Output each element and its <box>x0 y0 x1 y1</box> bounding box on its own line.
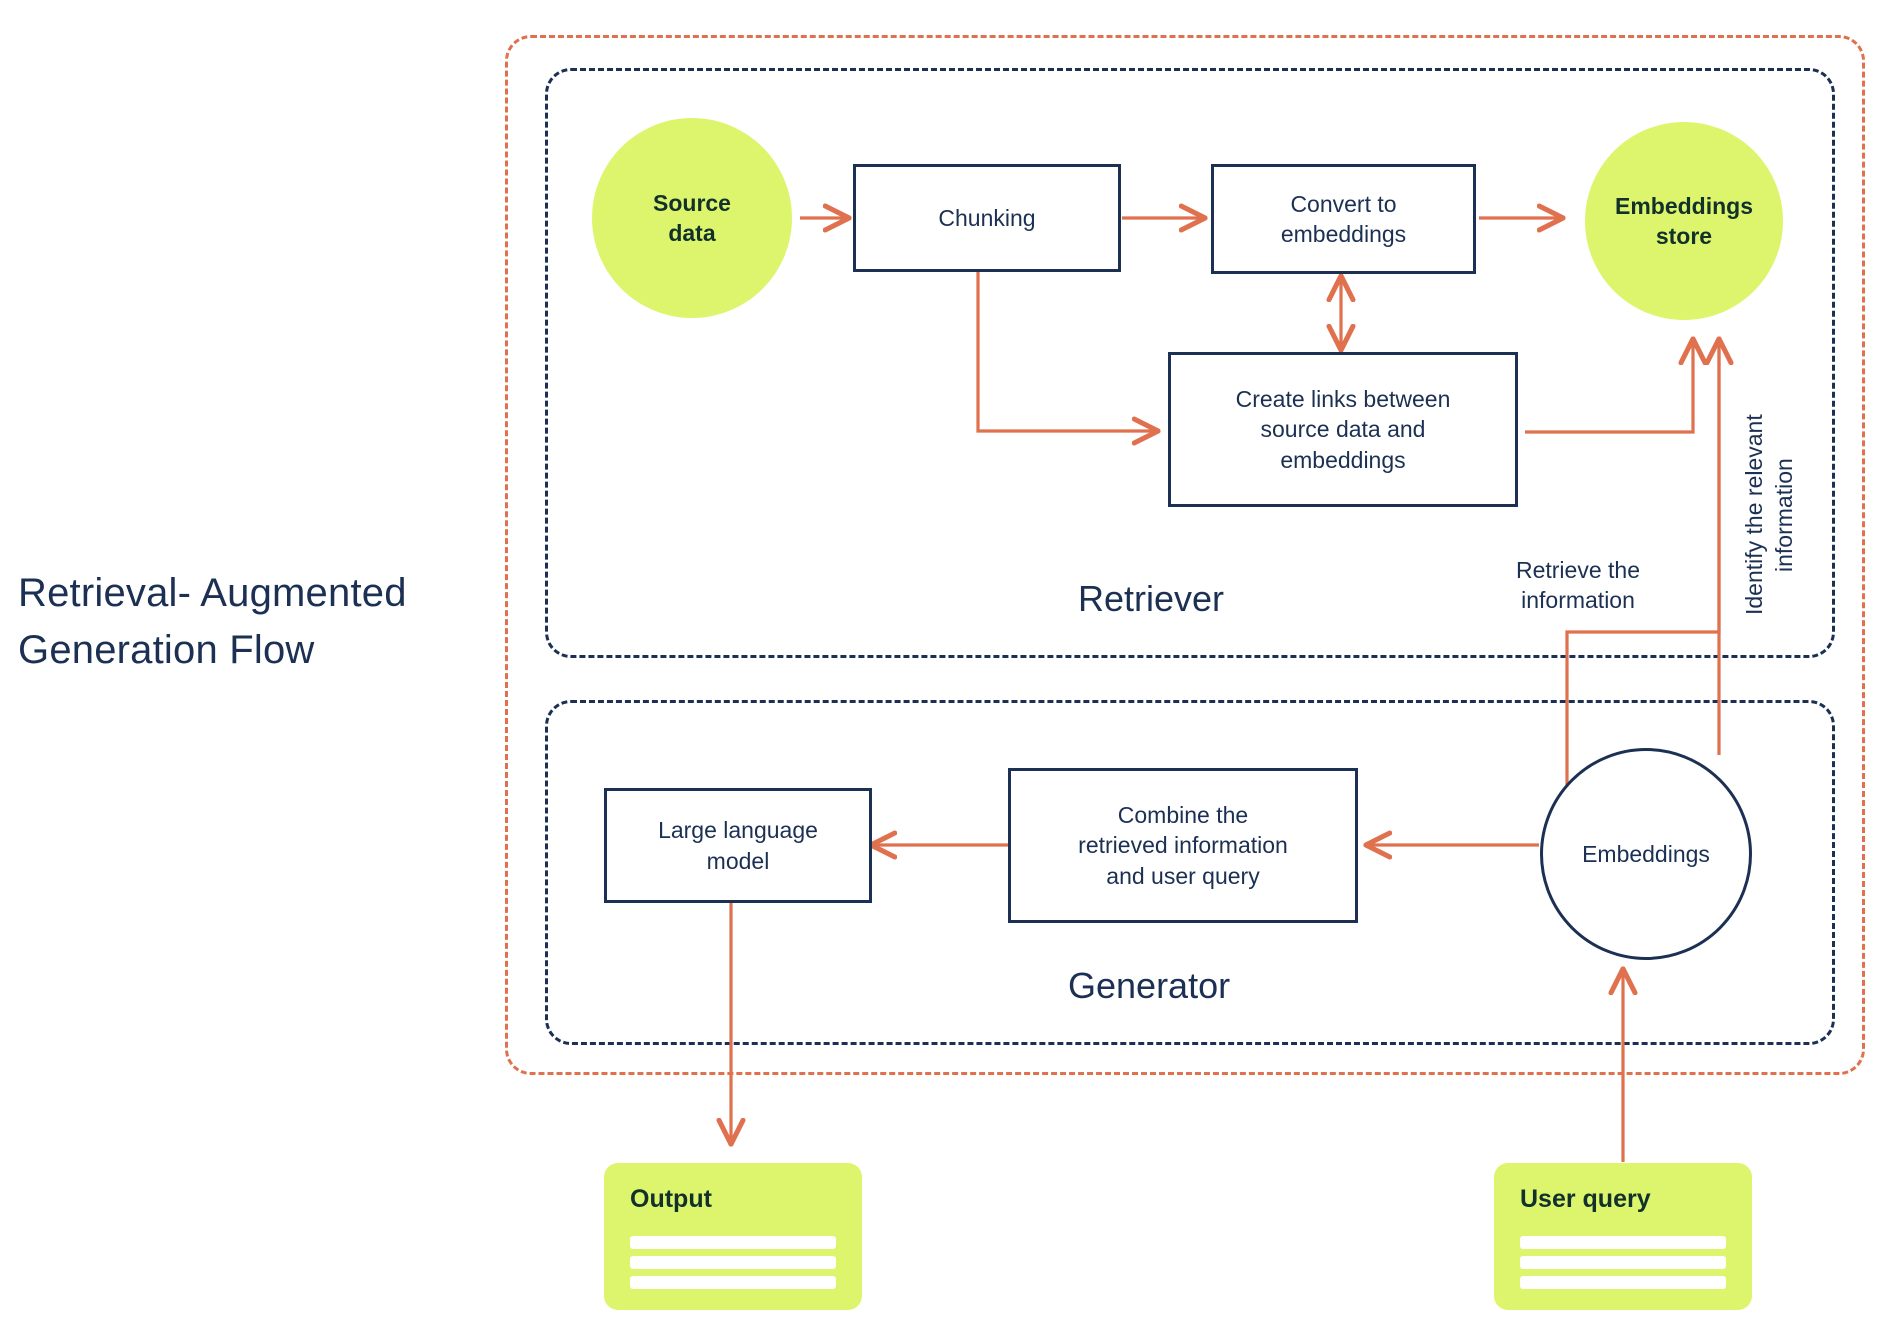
card-output-title: Output <box>630 1185 712 1213</box>
doc-line <box>1520 1276 1726 1289</box>
card-user-query[interactable]: User query <box>1494 1163 1752 1310</box>
doc-line <box>1520 1256 1726 1269</box>
node-source-data-label: Source data <box>653 189 731 246</box>
node-large-language-model[interactable]: Large language model <box>604 788 872 903</box>
node-embeddings[interactable]: Embeddings <box>1540 748 1752 960</box>
node-embeddings-store-label: Embeddings store <box>1614 192 1753 249</box>
node-embeddings-store[interactable]: Embeddings store <box>1585 122 1783 320</box>
node-chunking[interactable]: Chunking <box>853 164 1121 272</box>
card-user-query-title: User query <box>1520 1185 1651 1213</box>
doc-line <box>630 1236 836 1249</box>
node-chunking-label: Chunking <box>938 204 1036 231</box>
generator-zone-label: Generator <box>1068 965 1231 1006</box>
edge-label-retrieve-information: Retrieve the information <box>1515 557 1640 613</box>
node-combine-label: Combine the retrieved information and us… <box>1078 801 1288 889</box>
rag-outer-boundary <box>505 35 1865 1075</box>
retriever-zone-label: Retriever <box>1078 578 1225 619</box>
node-source-data[interactable]: Source data <box>592 118 792 318</box>
doc-line <box>1520 1236 1726 1249</box>
node-convert-to-embeddings[interactable]: Convert to embeddings <box>1211 164 1476 274</box>
node-combine[interactable]: Combine the retrieved information and us… <box>1008 768 1358 923</box>
generator-zone <box>545 700 1835 1045</box>
node-large-language-model-label: Large language model <box>658 817 818 874</box>
retriever-zone <box>545 68 1835 658</box>
page-title: Retrieval- Augmented Generation Flow <box>18 571 407 672</box>
card-output-lines <box>630 1236 836 1289</box>
edge-label-identify-relevant: Identify the relevant information <box>1741 414 1797 616</box>
card-output[interactable]: Output <box>604 1163 862 1310</box>
doc-line <box>630 1256 836 1269</box>
doc-line <box>630 1276 836 1289</box>
node-convert-to-embeddings-label: Convert to embeddings <box>1280 190 1407 247</box>
node-create-links[interactable]: Create links between source data and emb… <box>1168 352 1518 507</box>
node-embeddings-label: Embeddings <box>1582 840 1710 867</box>
card-user-query-lines <box>1520 1236 1726 1289</box>
node-create-links-label: Create links between source data and emb… <box>1235 385 1451 473</box>
